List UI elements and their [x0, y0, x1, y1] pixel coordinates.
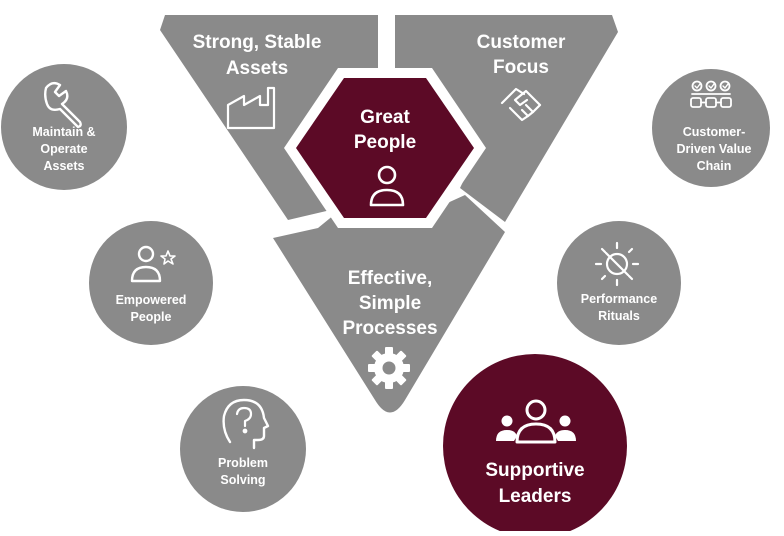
effective-processes-panel — [273, 195, 505, 413]
customer-focus-line1: Customer — [477, 32, 566, 53]
supportive-line1: Supportive — [485, 460, 584, 481]
sun-target-icon — [594, 241, 640, 287]
customer-driven-value-chain-circle — [652, 69, 770, 187]
performance-rituals-circle — [557, 221, 681, 345]
customer-focus-line2: Focus — [493, 57, 549, 78]
problem-line2: Solving — [220, 473, 265, 487]
great-people-line1: Great — [360, 107, 410, 128]
customer-chain-line3: Chain — [697, 159, 732, 173]
supportive-leaders-circle — [443, 354, 627, 536]
customer-focus-panel — [395, 15, 618, 222]
strong-stable-assets-line1: Strong, Stable — [193, 32, 322, 53]
effective-processes-line1: Effective, — [348, 268, 432, 289]
person-icon — [369, 165, 405, 207]
great-people-hexagon — [296, 78, 474, 218]
empowered-line1: Empowered — [116, 293, 187, 307]
maintain-line1: Maintain & — [32, 125, 95, 139]
problem-line1: Problem — [218, 456, 268, 470]
maintain-line3: Assets — [44, 159, 85, 173]
supportive-line2: Leaders — [499, 486, 572, 507]
problem-solving-circle — [180, 386, 306, 512]
strong-stable-assets-panel — [160, 15, 378, 220]
person-star-icon — [130, 245, 176, 283]
effective-processes-line3: Processes — [342, 318, 437, 339]
factory-icon — [226, 86, 276, 130]
wrench-icon — [44, 81, 82, 129]
handshake-icon — [500, 87, 542, 122]
maintain-line2: Operate — [40, 142, 87, 156]
strong-stable-assets-line2: Assets — [226, 58, 288, 79]
customer-chain-line2: Driven Value — [676, 142, 751, 156]
effective-processes-line2: Simple — [359, 293, 421, 314]
maintain-operate-assets-circle — [1, 64, 127, 190]
performance-line1: Performance — [581, 292, 657, 306]
performance-line2: Rituals — [598, 309, 640, 323]
team-icon — [496, 399, 576, 444]
value-chain-icon — [690, 80, 732, 108]
empowered-people-circle — [89, 221, 213, 345]
head-question-icon — [222, 398, 270, 450]
gear-icon — [368, 347, 410, 389]
empowered-line2: People — [131, 310, 172, 324]
customer-chain-line1: Customer- — [683, 125, 746, 139]
great-people-line2: People — [354, 132, 416, 153]
